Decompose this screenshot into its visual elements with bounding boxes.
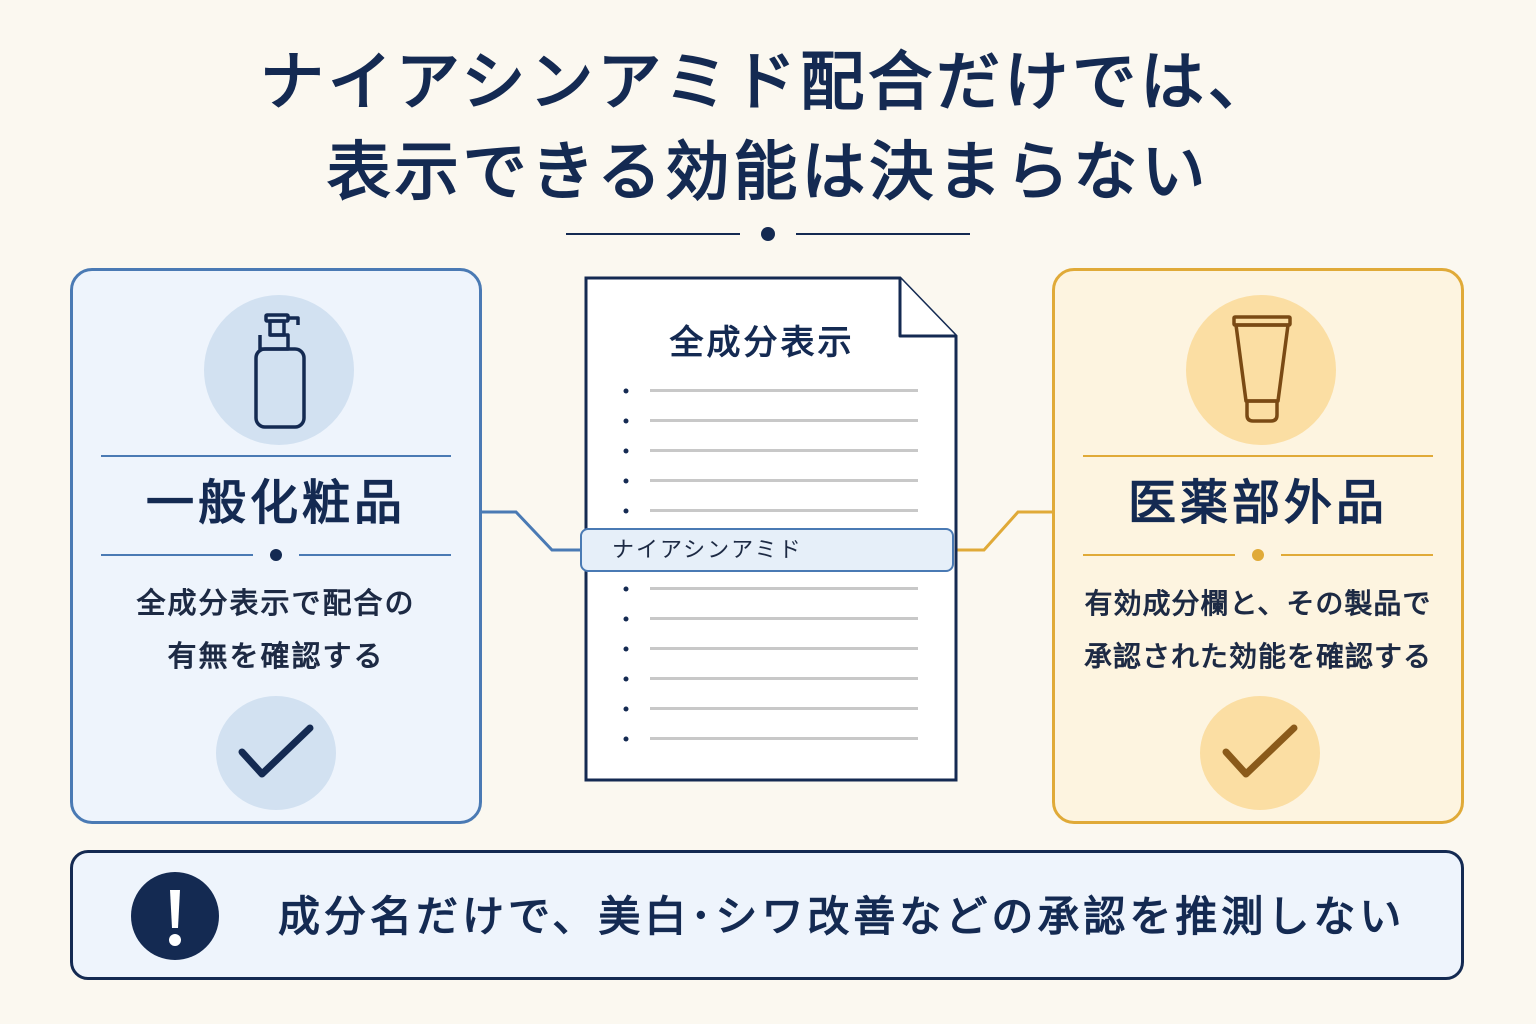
bottle-icon (254, 313, 306, 429)
quasi-drug-card: 医薬部外品 有効成分欄と、その製品で 承認された効能を確認する (1052, 268, 1464, 824)
check-icon-circle (1200, 696, 1320, 810)
exclamation-icon-circle (131, 872, 219, 960)
card-divider-top (1083, 455, 1433, 457)
divider-dot (1252, 549, 1264, 561)
card-divider-dotted (1083, 549, 1433, 561)
page-title-line2: 表示できる効能は決まらない (326, 136, 1210, 210)
check-icon (1222, 724, 1298, 778)
warning-text: 成分名だけで、美白･シワ改善などの承認を推測しない (278, 892, 1406, 941)
general-cosmetics-title: 一般化粧品 (145, 475, 406, 531)
divider-line-left (566, 233, 740, 235)
bottle-icon-circle (204, 295, 354, 445)
general-cosmetics-card: 一般化粧品 全成分表示で配合の 有無を確認する (70, 268, 482, 824)
check-icon (238, 724, 314, 778)
description-line2: 承認された効能を確認する (1083, 640, 1432, 673)
document-title: 全成分表示 (669, 323, 855, 363)
divider-line-right (796, 233, 970, 235)
description-line2: 有無を確認する (167, 639, 385, 673)
check-icon-circle (216, 696, 336, 810)
tube-icon-circle (1186, 295, 1336, 445)
ingredient-list-document: 全成分表示 ナイアシンアミド (580, 276, 960, 784)
card-divider-top (101, 455, 451, 457)
highlighted-ingredient-label: ナイアシンアミド (612, 538, 803, 563)
description-line1: 有効成分欄と、その製品で (1084, 587, 1432, 620)
connector-right (946, 510, 1052, 552)
card-divider-dotted (101, 549, 451, 561)
warning-banner: 成分名だけで、美白･シワ改善などの承認を推測しない (70, 850, 1464, 980)
description-line1: 全成分表示で配合の (136, 586, 416, 620)
ingredient-lines (623, 388, 918, 742)
page-title-line1: ナイアシンアミド配合だけでは、 (259, 46, 1277, 120)
general-cosmetics-description: 全成分表示で配合の 有無を確認する (73, 577, 479, 683)
quasi-drug-title: 医薬部外品 (1127, 475, 1388, 531)
highlighted-ingredient-row: ナイアシンアミド (580, 528, 954, 572)
divider-segment-right (1281, 554, 1433, 556)
divider-segment-right (299, 554, 451, 556)
quasi-drug-description: 有効成分欄と、その製品で 承認された効能を確認する (1055, 577, 1461, 683)
tube-icon (1232, 315, 1292, 423)
divider-dot (761, 227, 775, 241)
exclamation-icon (169, 890, 181, 946)
connector-left (482, 510, 584, 552)
divider-segment-left (1083, 554, 1235, 556)
title-divider (566, 226, 970, 242)
page-title: ナイアシンアミド配合だけでは、 表示できる効能は決まらない (0, 38, 1536, 218)
divider-dot (270, 549, 282, 561)
divider-segment-left (101, 554, 253, 556)
